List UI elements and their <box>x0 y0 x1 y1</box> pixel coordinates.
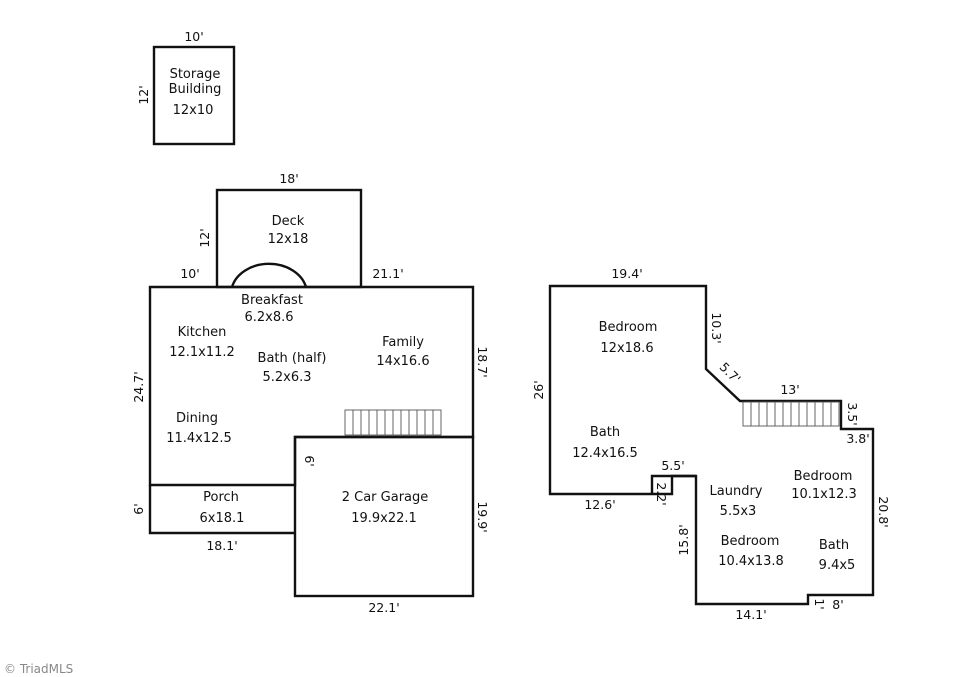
upper-bath-1-label: Bath <box>590 425 620 440</box>
upper-dim-step-top: 5.5' <box>661 458 684 473</box>
upper-floor-outline <box>548 284 875 606</box>
half-bath-size: 5.2x6.3 <box>262 370 311 385</box>
upper-stairs <box>742 401 840 427</box>
upper-dim-bottom-left: 12.6' <box>584 497 615 512</box>
storage-dim-top: 10' <box>184 29 203 44</box>
porch-outline <box>148 485 295 535</box>
deck-offset-right-dim: 21.1' <box>372 266 403 281</box>
upper-dim-bottom: 14.1' <box>735 607 766 622</box>
family-label: Family <box>382 335 424 350</box>
porch-size: 6x18.1 <box>200 511 245 526</box>
upper-bedroom-2-label: Bedroom <box>794 469 853 484</box>
upper-bedroom-1-label: Bedroom <box>599 320 658 335</box>
kitchen-size: 12.1x11.2 <box>169 345 235 360</box>
main-dim-left: 24.7' <box>131 371 146 402</box>
laundry-label: Laundry <box>710 484 763 499</box>
porch-dim-bottom: 18.1' <box>206 538 237 553</box>
upper-bedroom-1-size: 12x18.6 <box>600 341 653 356</box>
half-bath-label: Bath (half) <box>258 351 327 366</box>
main-stairs <box>344 409 442 436</box>
upper-dim-left: 26' <box>531 380 546 399</box>
deck-dim-top: 18' <box>279 171 298 186</box>
mls-credit: © TriadMLS <box>4 662 73 676</box>
upper-bath-2-size: 9.4x5 <box>819 558 856 573</box>
main-dim-right: 18.7' <box>475 346 490 377</box>
main-floor-plan: 18' 12' Deck 12x18 10' 21.1' <box>131 171 490 615</box>
upper-dim-jog-horizontal: 8' <box>832 597 843 612</box>
kitchen-label: Kitchen <box>178 325 227 340</box>
upper-dim-notch-vertical: 3.5' <box>845 402 860 425</box>
breakfast-size: 6.2x8.6 <box>244 310 293 325</box>
storage-size: 12x10 <box>173 103 214 118</box>
upper-dim-right-top: 10.3' <box>709 312 724 343</box>
laundry-size: 5.5x3 <box>720 504 757 519</box>
upper-bedroom-3-label: Bedroom <box>721 534 780 549</box>
breakfast-label: Breakfast <box>241 293 303 308</box>
storage-building: Storage Building 12x10 10' 12' <box>136 29 236 146</box>
deck-size: 12x18 <box>268 232 309 247</box>
deck-dim-left: 12' <box>197 228 212 247</box>
garage-dim-bottom: 22.1' <box>368 600 399 615</box>
upper-floor-plan: Bedroom 12x18.6 Bath 12.4x16.5 Laundry 5… <box>531 266 891 622</box>
upper-dim-notch-horizontal: 3.8' <box>846 431 869 446</box>
storage-building-outline <box>152 45 236 146</box>
breakfast-bay-window <box>230 262 308 288</box>
upper-dim-jog-vertical: 1' <box>812 598 827 609</box>
upper-dim-stair: 13' <box>780 382 799 397</box>
porch-label: Porch <box>203 490 239 505</box>
storage-dim-left: 12' <box>136 85 151 104</box>
upper-dim-right: 20.8' <box>876 496 891 527</box>
upper-dim-step-side: 2.2' <box>654 482 669 505</box>
upper-bath-2-label: Bath <box>819 538 849 553</box>
upper-bath-1-size: 12.4x16.5 <box>572 446 638 461</box>
garage-dim-inner: 6' <box>302 455 317 466</box>
upper-dim-lower-left: 15.8' <box>676 524 691 555</box>
upper-step-wall <box>650 474 696 494</box>
upper-dim-top: 19.4' <box>611 266 642 281</box>
garage-dim-right: 19.9' <box>475 501 490 532</box>
deck-label: Deck <box>272 214 305 229</box>
family-size: 14x16.6 <box>376 354 429 369</box>
storage-label-line2: Building <box>169 82 222 97</box>
garage-size: 19.9x22.1 <box>351 511 417 526</box>
deck-offset-left-dim: 10' <box>180 266 199 281</box>
storage-label-line1: Storage <box>170 67 221 82</box>
garage-label: 2 Car Garage <box>342 490 429 505</box>
dining-size: 11.4x12.5 <box>166 431 232 446</box>
upper-bedroom-3-size: 10.4x13.8 <box>718 554 784 569</box>
dining-label: Dining <box>176 411 218 426</box>
garage-outline <box>293 435 475 598</box>
porch-dim-left: 6' <box>131 503 146 514</box>
upper-bedroom-2-size: 10.1x12.3 <box>791 487 857 502</box>
